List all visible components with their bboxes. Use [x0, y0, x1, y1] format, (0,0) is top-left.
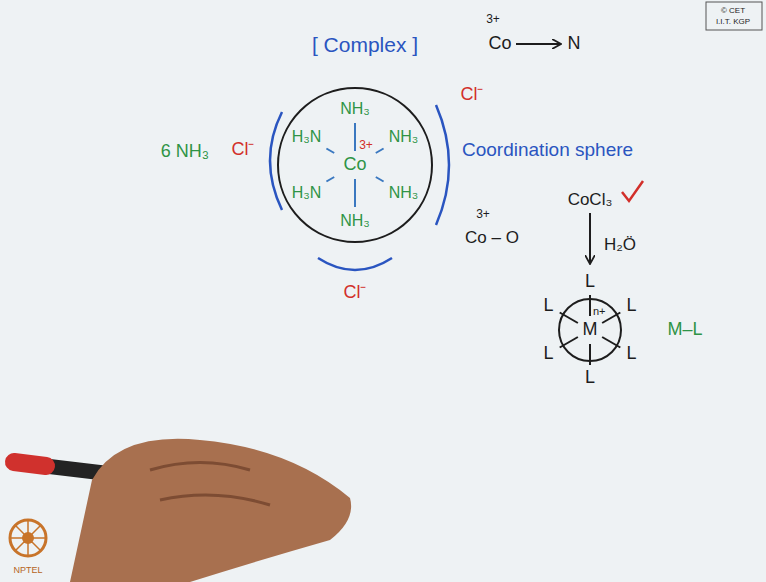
central-atom: M	[583, 320, 598, 340]
charge: 3+	[486, 13, 500, 26]
copyright-text: © CET	[721, 7, 745, 16]
ligand-label: L	[585, 368, 595, 388]
ligand-label: L	[627, 344, 637, 364]
ligand-label: H₃N	[292, 128, 322, 146]
metal-complex: L L Ln+ M L L L	[528, 268, 652, 392]
ligand-label: L	[543, 344, 553, 364]
nptel-logo	[10, 520, 46, 556]
counter-ion: Cl⁻	[461, 85, 484, 105]
coordination-sphere: NH₃ H₃N NH₃ Co 3+ H₃N NH₃ NH₃	[277, 87, 433, 243]
hand-fingers	[150, 463, 270, 506]
element-symbol: Co	[488, 34, 511, 54]
element-symbol: N	[568, 34, 581, 54]
bond-line	[589, 295, 591, 316]
ligand-label: NH₃	[340, 212, 370, 230]
bond-line	[354, 179, 356, 207]
bond-arrow	[516, 43, 560, 45]
heading: [ Complex ]	[312, 33, 418, 56]
bond-line	[376, 177, 384, 182]
ligand-label: 3+	[359, 139, 373, 152]
hand	[70, 439, 351, 582]
ligand-label: L	[627, 296, 637, 316]
bond-line	[560, 313, 578, 324]
bond-line	[326, 149, 334, 154]
bond-line	[589, 344, 591, 365]
counter-ion: Cl⁻	[344, 283, 367, 303]
logo-text: NPTEL	[13, 566, 42, 576]
left-bracket	[270, 112, 282, 210]
bond-formula: Co – O	[465, 229, 519, 248]
term-label: Coordination sphere	[462, 140, 633, 161]
counter-ion: Cl⁻	[232, 140, 255, 160]
reaction-arrow	[589, 213, 591, 263]
ligand-label: NH₃	[389, 184, 419, 202]
bottom-bracket	[318, 258, 392, 270]
bond-line	[326, 177, 334, 182]
ligand-label: n+	[593, 305, 606, 317]
central-atom: Co	[343, 155, 366, 175]
ligand-count: 6 NH₃	[161, 142, 209, 162]
check-mark	[622, 181, 643, 201]
charge: 3+	[476, 208, 490, 221]
ligand-label: L	[543, 296, 553, 316]
copyright-text: I.I.T. KGP	[716, 18, 750, 27]
right-bracket	[436, 105, 449, 225]
copyright-box	[706, 2, 762, 30]
ligand-label: NH₃	[340, 100, 370, 118]
ligand-label: L	[585, 272, 595, 292]
bond-line	[354, 123, 356, 151]
bond-formula: M–L	[667, 320, 702, 340]
formula: CoCl₃	[568, 191, 613, 210]
bond-line	[376, 149, 384, 154]
ligand-formula: H₂Ö	[604, 236, 636, 255]
bond-line	[602, 337, 620, 348]
bond-line	[560, 337, 578, 348]
ligand-label: NH₃	[389, 128, 419, 146]
ligand-label: H₃N	[292, 184, 322, 202]
marker-cap	[14, 462, 46, 466]
